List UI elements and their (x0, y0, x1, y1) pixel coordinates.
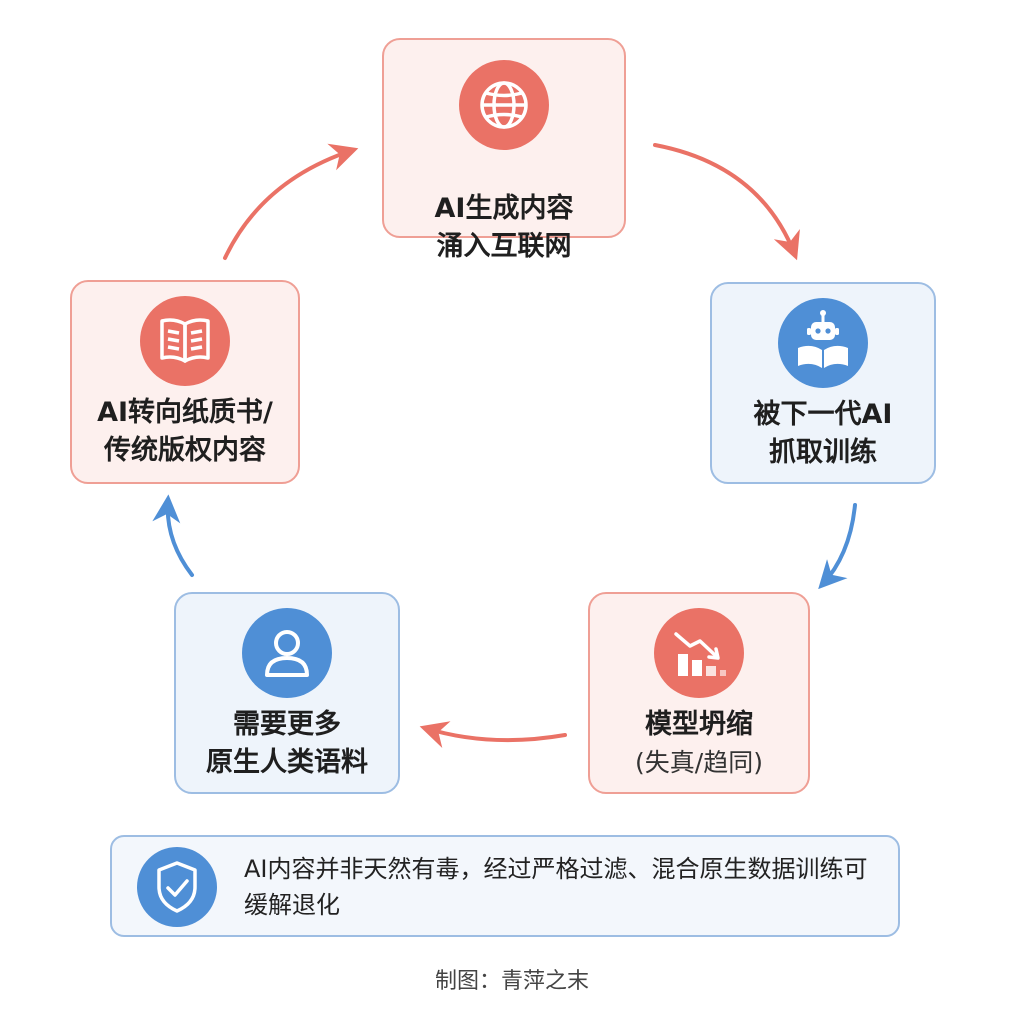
node-label-line: 涌入互联网 (436, 231, 572, 262)
shield-check-icon (137, 847, 217, 927)
node-label-line: AI转向纸质书/ (97, 397, 273, 428)
arrow-n3-to-n4 (419, 721, 567, 748)
open-book-icon (140, 296, 230, 386)
note-text: AI内容并非天然有毒，经过严格过滤、混合原生数据训练可缓解退化 (244, 855, 868, 919)
node-label-line: 抓取训练 (769, 437, 877, 468)
node-label-line: 模型坍缩 (645, 709, 753, 740)
node-ai-content-flood: AI生成内容 涌入互联网 (382, 38, 626, 262)
node-need-human-data: 需要更多 原生人类语料 (174, 592, 400, 794)
node-label-line: 被下一代AI (753, 399, 893, 430)
arrow-n1-to-n2 (653, 143, 800, 261)
globe-icon (459, 60, 549, 150)
node-turn-to-books: AI转向纸质书/ 传统版权内容 (70, 280, 300, 484)
chart-credit: 制图：青萍之末 (434, 969, 589, 994)
node-label-line: 传统版权内容 (104, 435, 266, 466)
arrow-n4-to-n5 (152, 494, 194, 577)
node-sublabel: (失真/趋同) (635, 748, 763, 777)
mitigation-note: AI内容并非天然有毒，经过严格过滤、混合原生数据训练可缓解退化 (110, 835, 900, 937)
node-label-line: AI生成内容 (434, 193, 574, 224)
node-label-line: 需要更多 (233, 709, 341, 740)
arrow-n2-to-n3 (818, 503, 857, 590)
arrow-n5-to-n1 (223, 143, 359, 260)
person-icon (242, 608, 332, 698)
node-label-line: 原生人类语料 (206, 747, 368, 778)
robot-reading-icon (778, 298, 868, 388)
node-model-collapse: 模型坍缩 (失真/趋同) (588, 592, 810, 794)
declining-chart-icon (654, 608, 744, 698)
node-next-gen-training: 被下一代AI 抓取训练 (710, 282, 936, 484)
